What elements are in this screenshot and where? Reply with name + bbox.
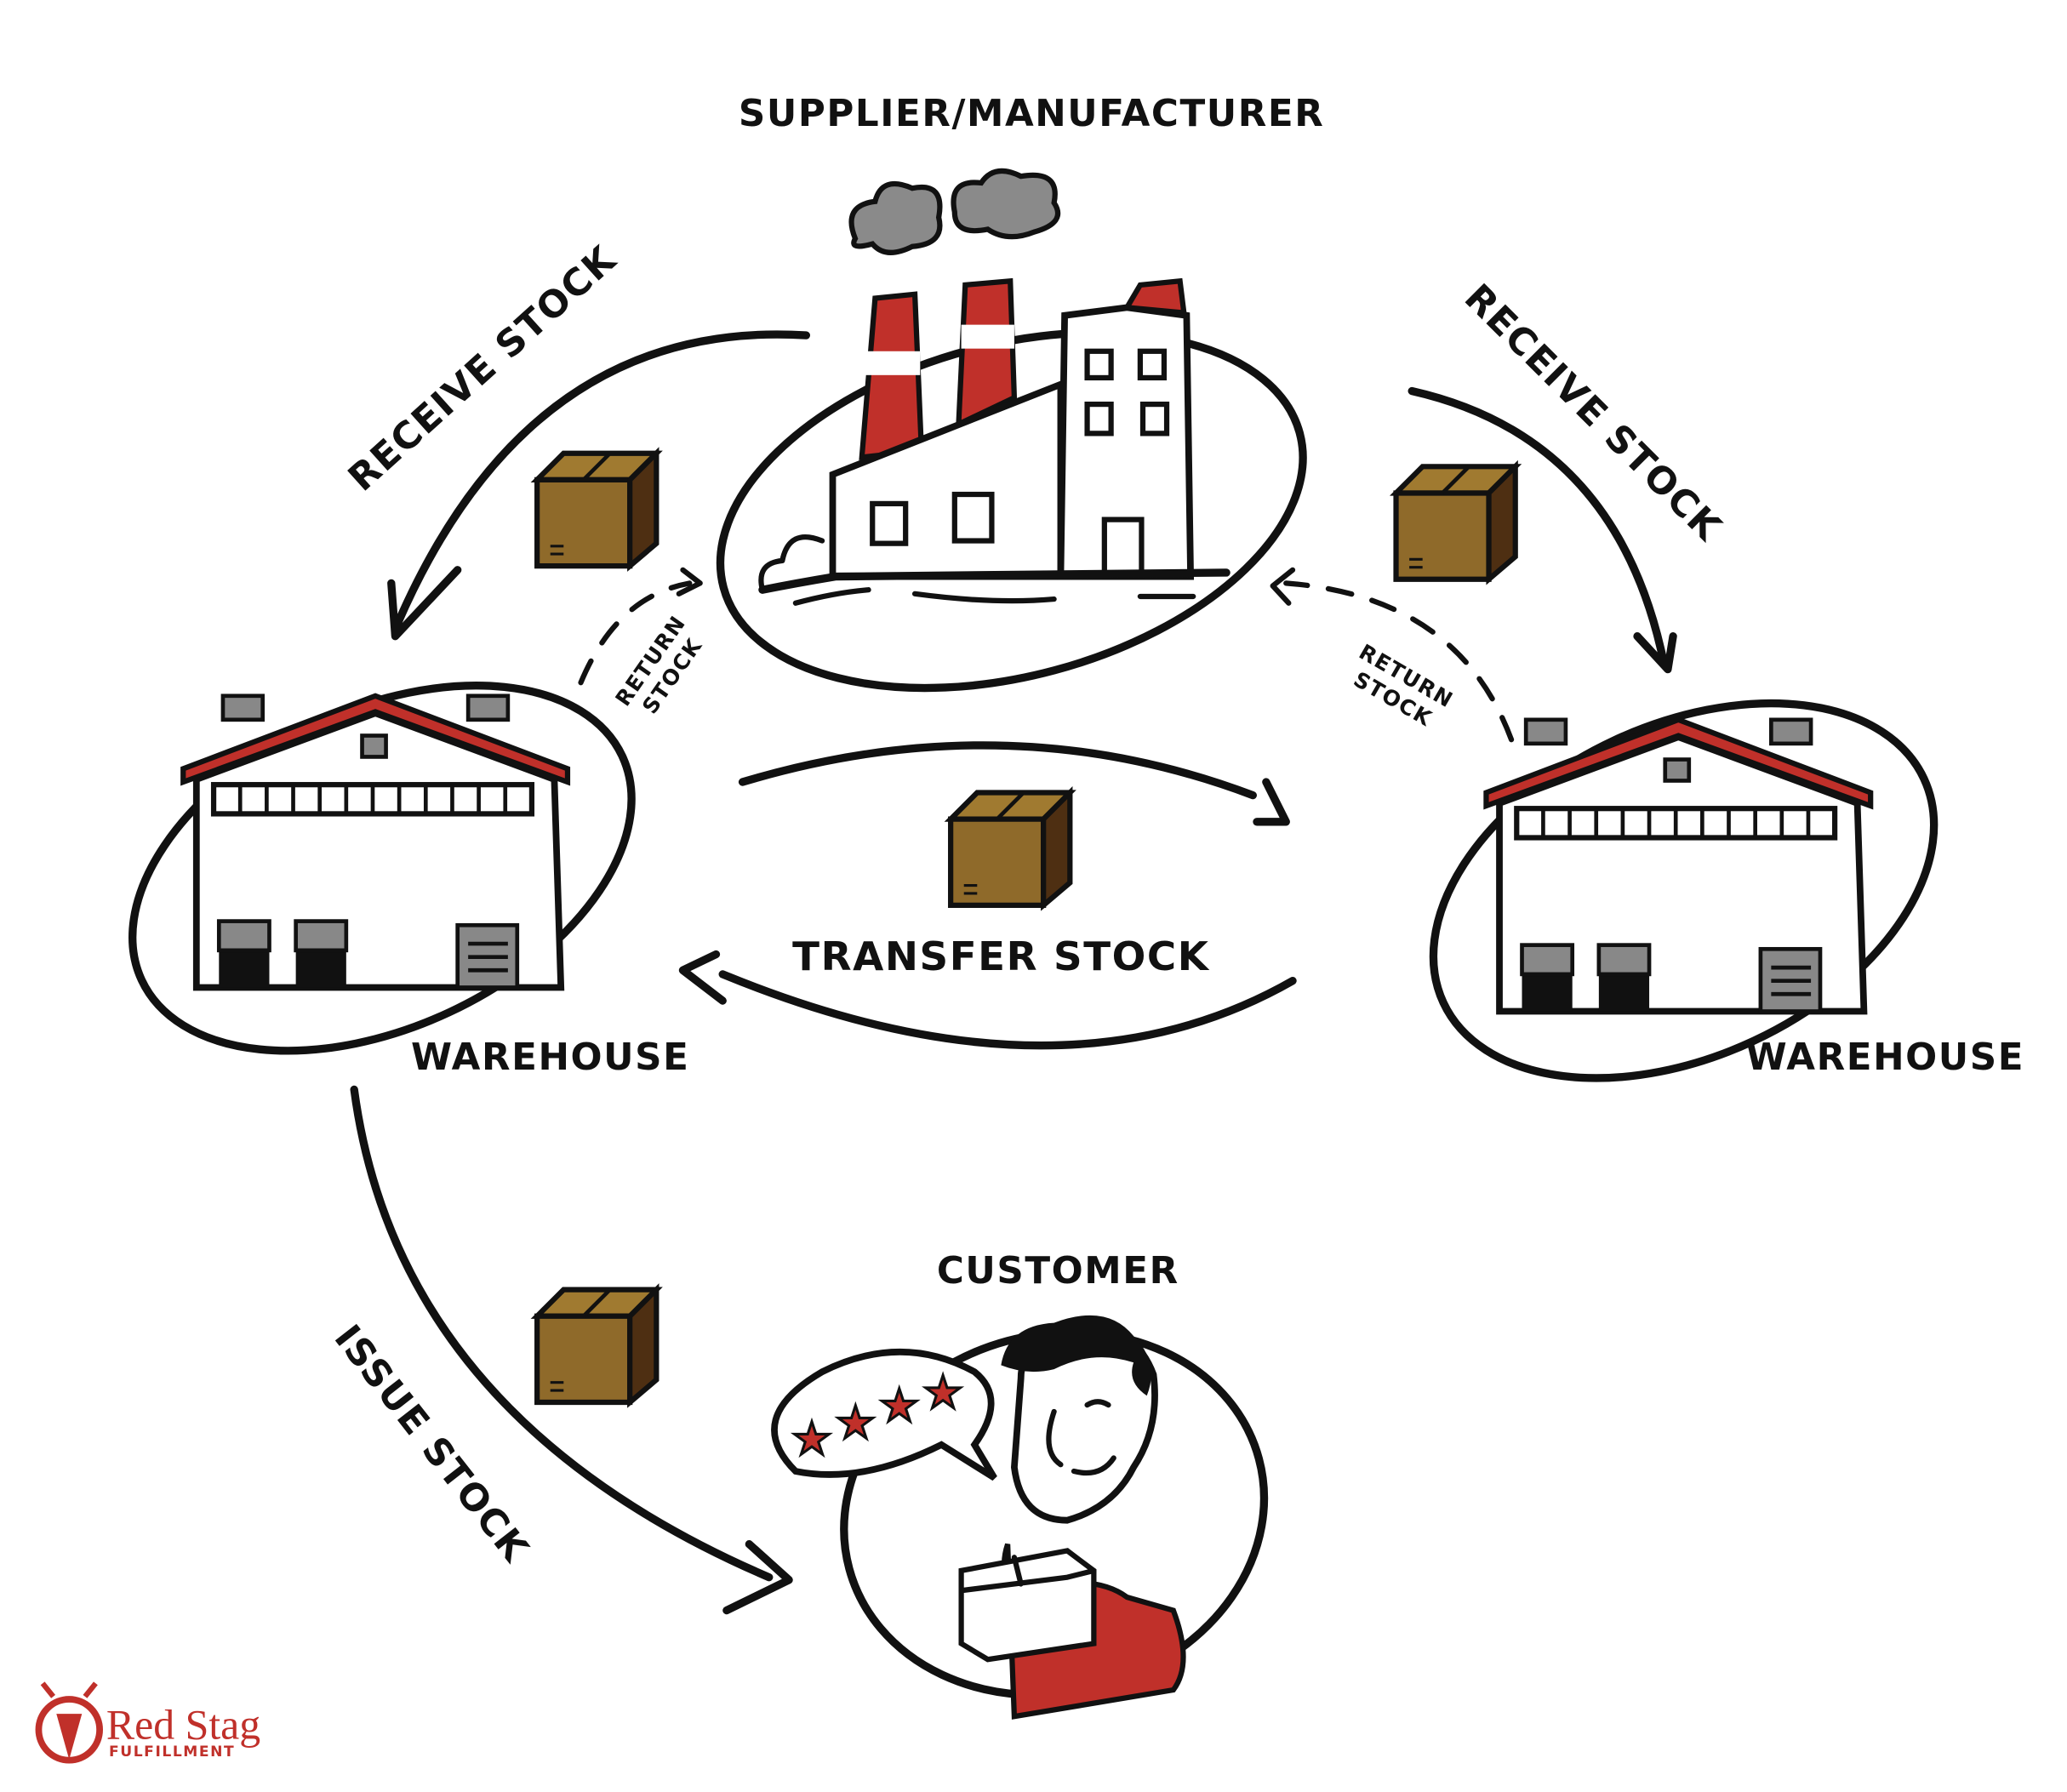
rating-stars-icon: ★★★★ [791, 1366, 965, 1467]
package-box-icon [951, 793, 1070, 905]
issue-stock-arrow [350, 1085, 793, 1615]
transfer-stock-right-arrow [738, 741, 1290, 826]
package-box-icon [537, 1290, 656, 1402]
customer-node: ★★★★ [771, 1315, 1269, 1720]
transfer-stock-left-arrow [678, 950, 1297, 1050]
transfer-stock-label: TRANSFER STOCK [792, 934, 1210, 980]
warehouse-icon [183, 696, 568, 988]
red-stag-logo: Red Stag FULFILLMENT [35, 1681, 260, 1764]
customer-person-icon [958, 1315, 1186, 1720]
svg-text:★: ★ [791, 1413, 831, 1465]
supplier-label: SUPPLIER/MANUFACTURER [739, 93, 1324, 135]
svg-text:★: ★ [922, 1367, 962, 1418]
warehouse-left-label: WAREHOUSE [411, 1036, 689, 1079]
return-stock-left-arrow [578, 580, 693, 686]
stag-emblem-icon [35, 1696, 103, 1764]
logo-sub: FULFILLMENT [109, 1743, 235, 1761]
factory-icon [758, 277, 1230, 606]
svg-text:★: ★ [836, 1397, 876, 1449]
warehouse-icon [1486, 720, 1870, 1012]
supplier-node [716, 168, 1307, 693]
issue-stock-label: ISSUE STOCK [326, 1317, 537, 1571]
customer-label: CUSTOMER [937, 1250, 1179, 1293]
warehouse-right-label: WAREHOUSE [1746, 1036, 2024, 1079]
package-box-icon [537, 454, 656, 566]
warehouse-right-node [1429, 699, 1939, 1082]
logo-name: Red Stag [106, 1702, 260, 1749]
return-stock-right-arrowhead [1270, 567, 1296, 606]
return-stock-right-arrow [1283, 580, 1515, 743]
speech-bubble: ★★★★ [771, 1348, 997, 1481]
smoke-icon [848, 168, 1061, 255]
receive-stock-right-arrow [1408, 386, 1677, 674]
package-box-icon [1396, 466, 1516, 579]
svg-text:★: ★ [879, 1380, 919, 1432]
return-stock-left-arrowhead [676, 567, 703, 596]
receive-stock-left-arrow [387, 330, 811, 641]
warehouse-left-node [128, 682, 636, 1055]
